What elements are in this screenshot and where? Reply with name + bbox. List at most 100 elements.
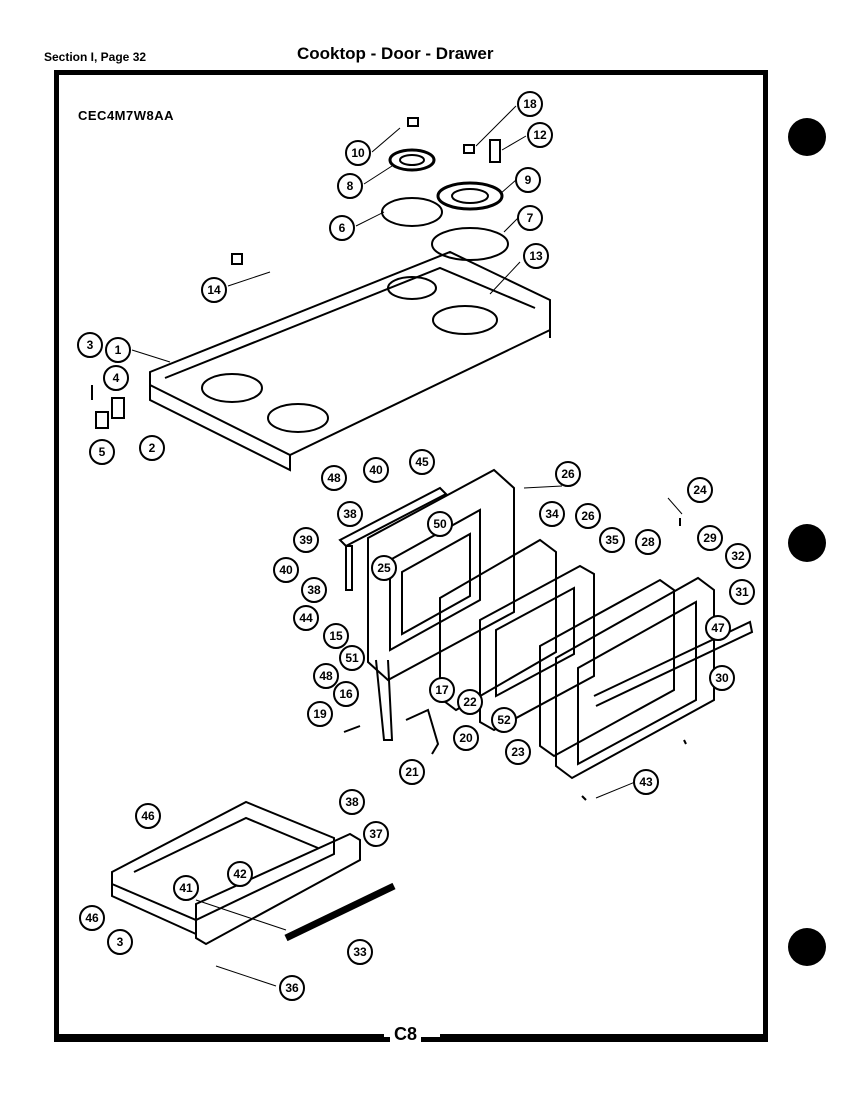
door-handle (593, 620, 754, 707)
callout-22: 22 (457, 689, 483, 715)
svg-text:38: 38 (345, 795, 359, 809)
svg-text:2: 2 (149, 441, 156, 455)
svg-text:9: 9 (525, 173, 532, 187)
svg-text:12: 12 (533, 128, 547, 142)
svg-text:4: 4 (113, 371, 120, 385)
callout-12: 12 (527, 122, 553, 148)
callout-8: 8 (337, 173, 363, 199)
callout-31: 31 (729, 579, 755, 605)
callout-40b: 40 (273, 557, 299, 583)
svg-text:48: 48 (319, 669, 333, 683)
callout-10: 10 (345, 140, 371, 166)
callout-40a: 40 (363, 457, 389, 483)
callout-26b: 26 (575, 503, 601, 529)
callout-3: 3 (77, 332, 103, 358)
svg-text:10: 10 (351, 146, 365, 160)
callout-4: 4 (103, 365, 129, 391)
svg-text:37: 37 (369, 827, 383, 841)
callout-38a: 38 (337, 501, 363, 527)
callout-30: 30 (709, 665, 735, 691)
callout-15: 15 (323, 623, 349, 649)
svg-text:38: 38 (307, 583, 321, 597)
inner-door-glass (479, 564, 595, 732)
model-number: CEC4M7W8AA (78, 108, 175, 123)
callout-50: 50 (427, 511, 453, 537)
callout-5: 5 (89, 439, 115, 465)
svg-text:6: 6 (339, 221, 346, 235)
svg-text:3: 3 (117, 935, 124, 949)
outer-door-glass (539, 578, 675, 758)
callout-32: 32 (725, 543, 751, 569)
svg-text:47: 47 (711, 621, 725, 635)
oven-door-assembly (338, 468, 754, 801)
callout-23: 23 (505, 739, 531, 765)
svg-text:5: 5 (99, 445, 106, 459)
door-liner (367, 468, 515, 682)
svg-text:46: 46 (85, 911, 99, 925)
svg-text:30: 30 (715, 671, 729, 685)
svg-text:50: 50 (433, 517, 447, 531)
binder-hole-top (788, 118, 826, 156)
callout-6: 6 (329, 215, 355, 241)
callout-1: 1 (105, 337, 131, 363)
drawer-front-panel (195, 832, 361, 946)
callout-14: 14 (201, 277, 227, 303)
svg-text:20: 20 (459, 731, 473, 745)
svg-text:51: 51 (345, 651, 359, 665)
callout-20: 20 (453, 725, 479, 751)
callout-37: 37 (363, 821, 389, 847)
svg-text:17: 17 (435, 683, 449, 697)
callout-47: 47 (705, 615, 731, 641)
callout-19: 19 (307, 701, 333, 727)
callout-labels: 1 2 3 3 4 5 6 7 8 9 10 12 13 14 15 16 17… (77, 91, 755, 1001)
svg-text:1: 1 (115, 343, 122, 357)
svg-text:36: 36 (285, 981, 299, 995)
callout-43: 43 (633, 769, 659, 795)
burner-opening-rear-left (387, 276, 437, 300)
callout-2: 2 (139, 435, 165, 461)
svg-text:14: 14 (207, 283, 221, 297)
svg-text:39: 39 (299, 533, 313, 547)
callout-21: 21 (399, 759, 425, 785)
footer-rule-right (440, 1034, 768, 1039)
svg-text:38: 38 (343, 507, 357, 521)
callout-41: 41 (173, 875, 199, 901)
callout-46a: 46 (135, 803, 161, 829)
svg-text:7: 7 (527, 211, 534, 225)
burner-opening-rear-right (432, 305, 498, 335)
callout-24: 24 (687, 477, 713, 503)
svg-text:35: 35 (605, 533, 619, 547)
binder-hole-bottom (788, 928, 826, 966)
callout-42: 42 (227, 861, 253, 887)
svg-text:31: 31 (735, 585, 749, 599)
page-title: Cooktop - Door - Drawer (297, 44, 494, 63)
svg-text:29: 29 (703, 531, 717, 545)
callout-16: 16 (333, 681, 359, 707)
drawer-handle (284, 882, 396, 942)
callout-9: 9 (515, 167, 541, 193)
svg-text:34: 34 (545, 507, 559, 521)
callout-45: 45 (409, 449, 435, 475)
callout-34: 34 (539, 501, 565, 527)
svg-text:40: 40 (369, 463, 383, 477)
footer-rule-left (54, 1034, 384, 1039)
callout-18: 18 (517, 91, 543, 117)
callout-33: 33 (347, 939, 373, 965)
svg-text:15: 15 (329, 629, 343, 643)
svg-text:3: 3 (87, 338, 94, 352)
callout-13: 13 (523, 243, 549, 269)
svg-text:46: 46 (141, 809, 155, 823)
surface-element-small (388, 148, 436, 172)
svg-text:44: 44 (299, 611, 313, 625)
callout-48a: 48 (321, 465, 347, 491)
surface-element-large (436, 181, 504, 211)
svg-text:52: 52 (497, 713, 511, 727)
page-code: C8 (390, 1024, 422, 1045)
outer-door-frame (555, 576, 715, 780)
svg-text:22: 22 (463, 695, 477, 709)
callout-36: 36 (279, 975, 305, 1001)
svg-text:28: 28 (641, 535, 655, 549)
door-insulation (439, 538, 557, 712)
callout-7: 7 (517, 205, 543, 231)
